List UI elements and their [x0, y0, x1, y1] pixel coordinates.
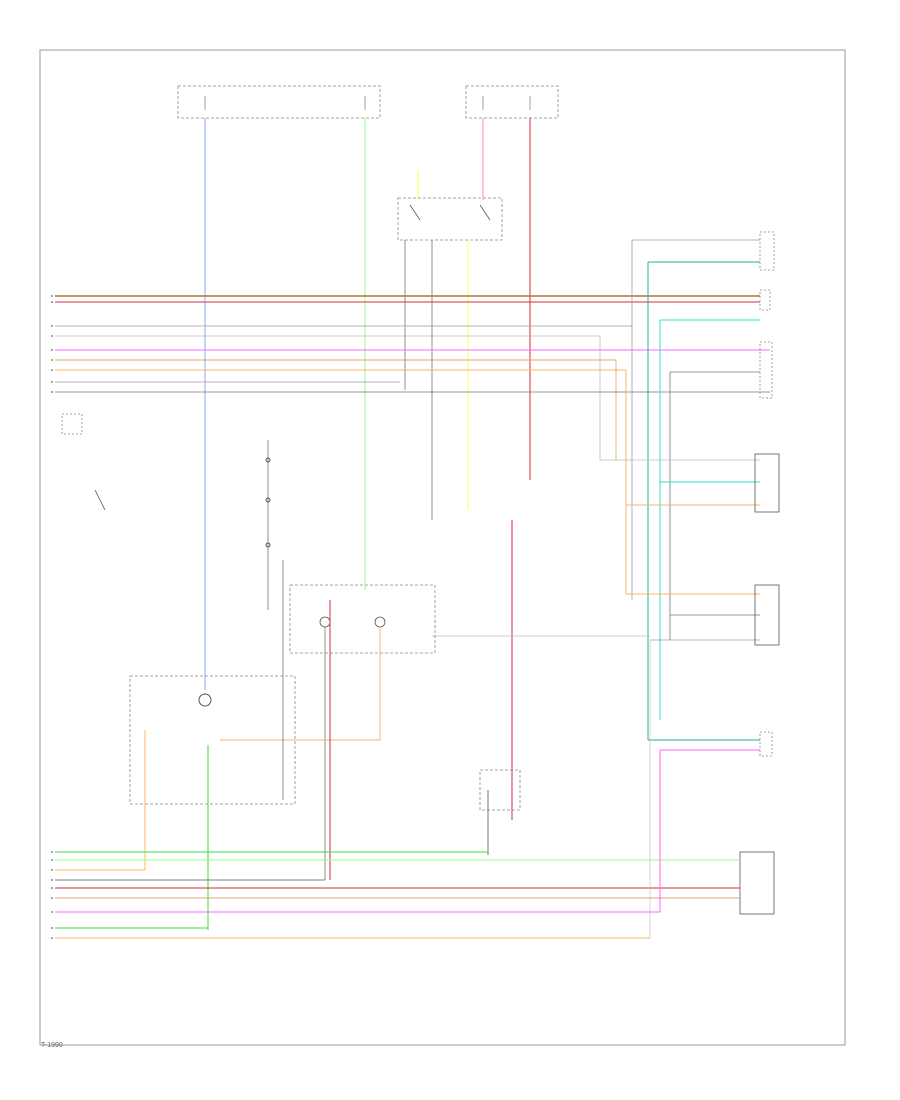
component-r7 — [739, 851, 775, 915]
fuse-box-right — [465, 85, 559, 119]
pin-markers-lower — [51, 851, 53, 939]
fuse-box-left — [177, 85, 381, 119]
diagram-border — [39, 49, 846, 1046]
diagram-footer: T-1990 — [41, 1042, 63, 1049]
switch-chain — [265, 440, 271, 610]
component-r3 — [759, 341, 773, 399]
component-r5 — [754, 584, 780, 646]
component-r6 — [759, 731, 773, 757]
component-lower-left — [129, 675, 296, 805]
component-left-small — [61, 413, 83, 435]
center-cluster — [289, 584, 436, 654]
component-lower-right — [479, 769, 521, 811]
relay-box — [397, 197, 503, 241]
component-r1 — [759, 231, 775, 271]
component-r2 — [759, 289, 771, 311]
component-r4 — [754, 453, 780, 513]
pin-markers-upper — [51, 295, 53, 393]
